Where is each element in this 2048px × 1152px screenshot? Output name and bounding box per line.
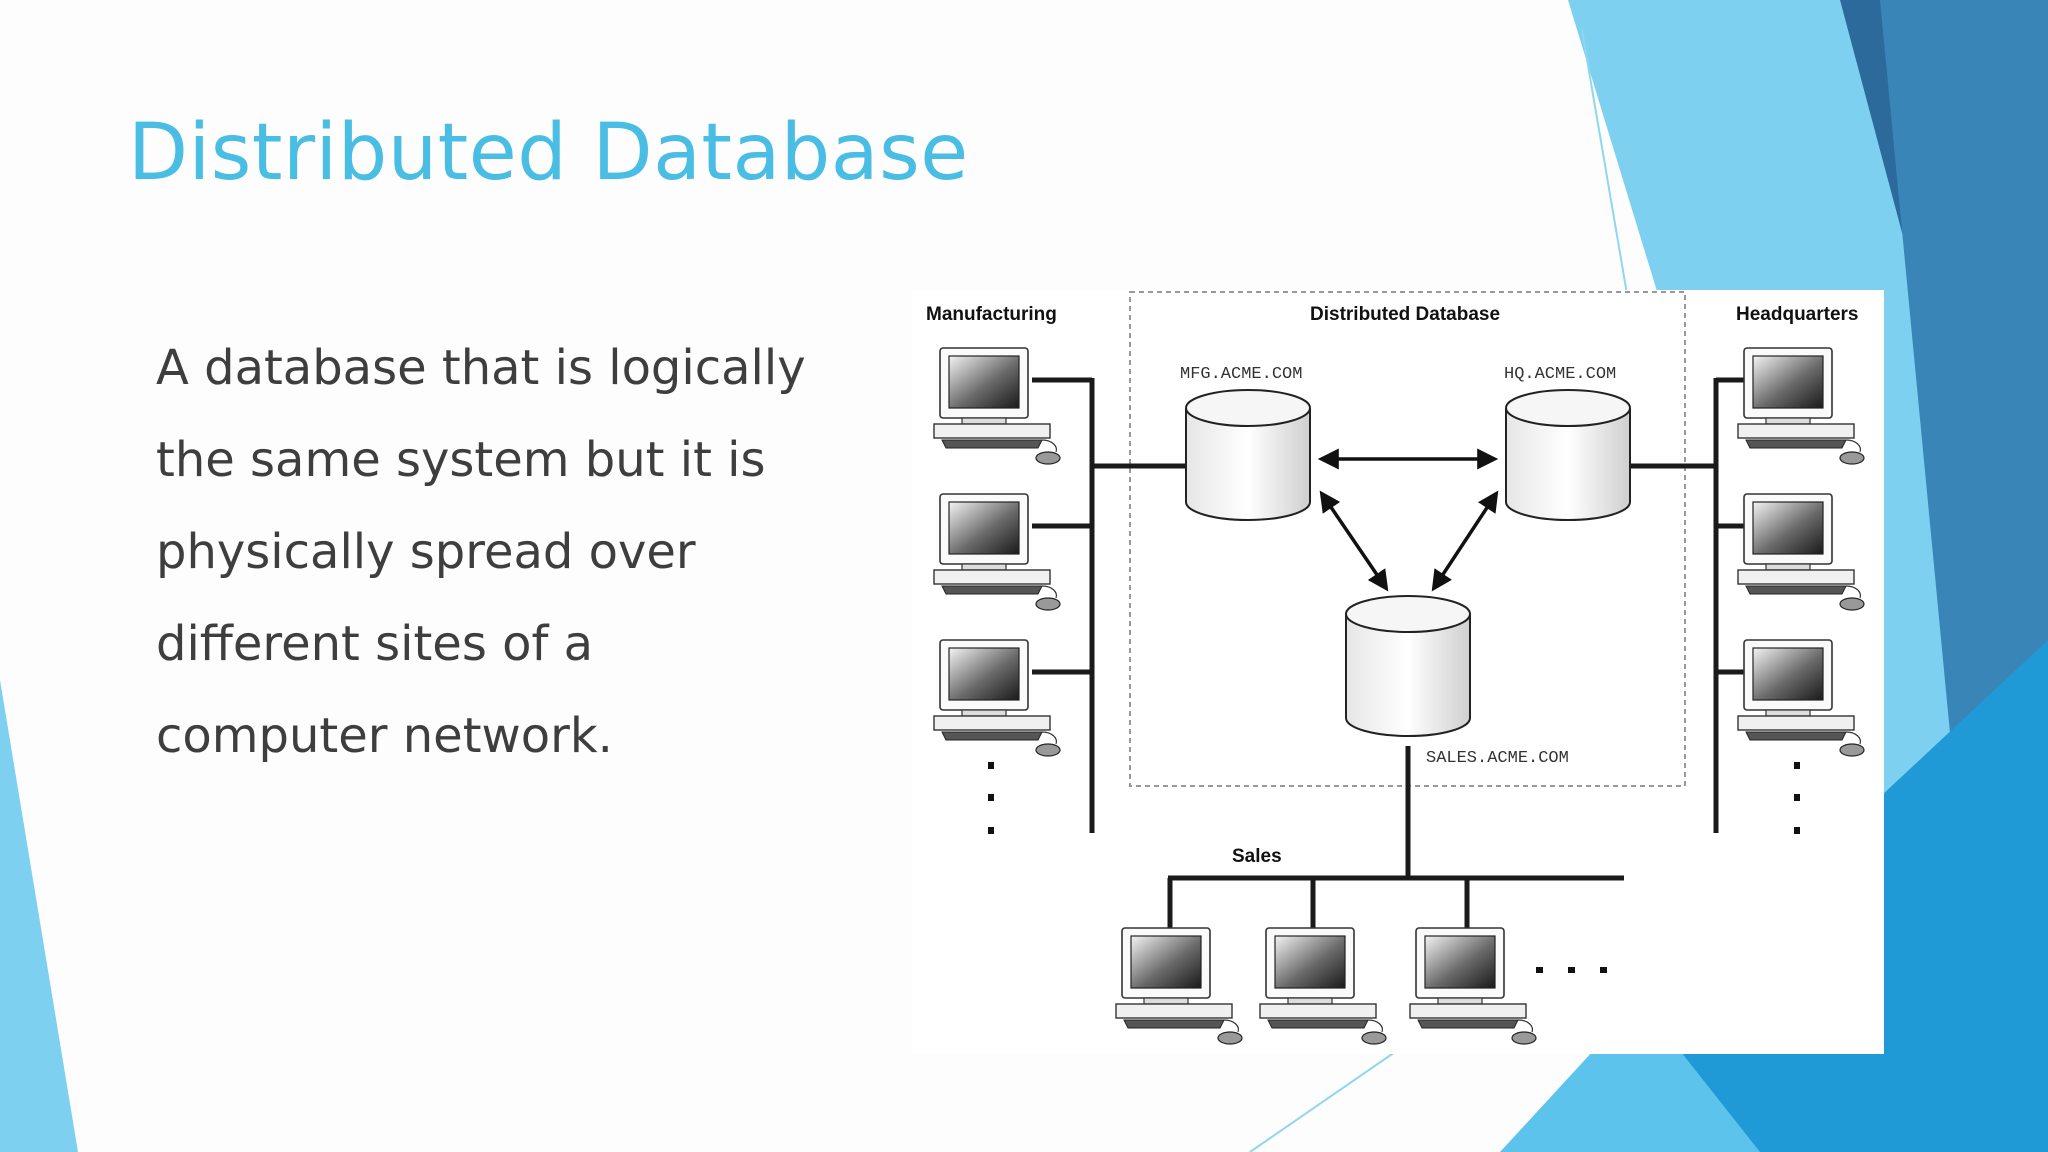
distributed-database-diagram: Manufacturing Distributed Database Headq… — [912, 290, 1884, 1054]
label-distributed-database: Distributed Database — [1310, 304, 1500, 325]
manufacturing-computer-2 — [933, 493, 1061, 611]
sales-computer-2 — [1259, 927, 1387, 1045]
bg-thin-line-bottom — [1249, 1051, 1396, 1152]
headquarters-computer-2 — [1737, 493, 1865, 611]
slide-body-text: A database that is logically the same sy… — [156, 340, 806, 764]
hq-database-cylinder — [1505, 389, 1631, 521]
headquarters-computer-1 — [1737, 347, 1865, 465]
sales-database-cylinder — [1345, 595, 1471, 737]
sales-computer-1 — [1115, 927, 1243, 1045]
ellipsis-dots — [988, 762, 1800, 973]
label-headquarters: Headquarters — [1736, 304, 1859, 325]
headquarters-computer-3 — [1737, 639, 1865, 757]
mfg-database-cylinder — [1185, 389, 1311, 521]
slide-title: Distributed Database — [128, 108, 969, 198]
manufacturing-computer-3 — [933, 639, 1061, 757]
label-hq-db: HQ.ACME.COM — [1504, 365, 1616, 384]
bg-shape-bottom-light — [1500, 1000, 1760, 1152]
bg-thin-line — [1581, 29, 1629, 301]
replication-arrows — [1317, 448, 1499, 592]
label-sales-db: SALES.ACME.COM — [1426, 749, 1569, 768]
sales-computer-3 — [1409, 927, 1537, 1045]
bg-shape-left — [0, 680, 78, 1152]
label-sales: Sales — [1232, 846, 1282, 867]
label-mfg-db: MFG.ACME.COM — [1180, 365, 1302, 384]
manufacturing-computer-1 — [933, 347, 1061, 465]
network-lines — [1032, 377, 1758, 930]
label-manufacturing: Manufacturing — [926, 304, 1057, 325]
